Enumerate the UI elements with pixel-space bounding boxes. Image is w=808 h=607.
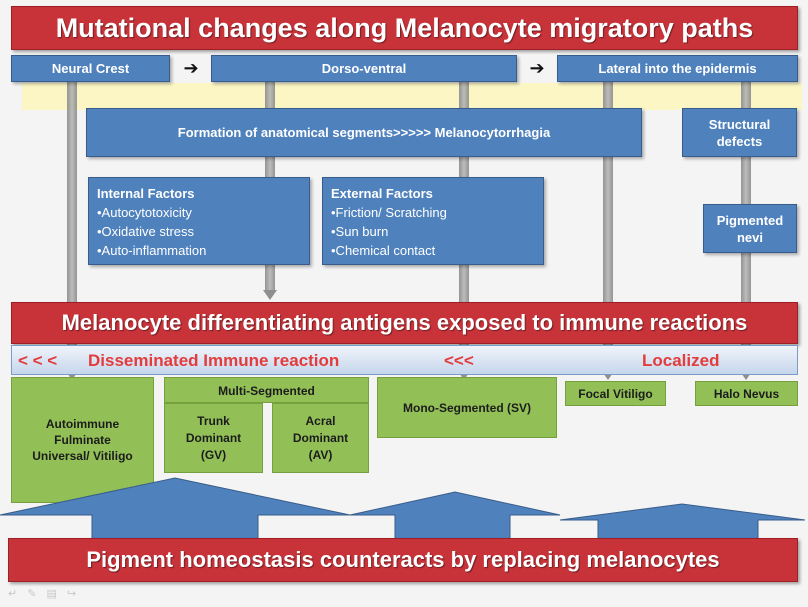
- antigens-banner: Melanocyte differentiating antigens expo…: [11, 302, 798, 344]
- bottom-banner-text: Pigment homeostasis counteracts by repla…: [86, 547, 720, 572]
- structural-defects-label: Structural defects: [708, 116, 771, 149]
- structural-defects-box: Structural defects: [682, 108, 797, 157]
- pen-icon[interactable]: ✎: [27, 588, 37, 600]
- external-factor-item: •Chemical contact: [331, 243, 436, 258]
- previous-icon[interactable]: ↵: [8, 588, 18, 600]
- bottom-banner: Pigment homeostasis counteracts by repla…: [8, 538, 798, 582]
- internal-factors-title: Internal Factors: [97, 186, 195, 201]
- mid-arrows-label: <<<: [444, 351, 474, 370]
- pigmented-nevi-label: Pigmented nevi: [716, 212, 784, 245]
- internal-factor-item: •Autocytotoxicity: [97, 205, 192, 220]
- autoimmune-box: Autoimmune Fulminate Universal/ Vitiligo: [11, 377, 154, 503]
- title-text: Mutational changes along Melanocyte migr…: [55, 12, 754, 43]
- mono-segmented-label: Mono-Segmented (SV): [403, 400, 531, 415]
- disseminated-label: Disseminated Immune reaction: [88, 351, 340, 370]
- autoimmune-label: Autoimmune Fulminate Universal/ Vitiligo: [32, 417, 133, 463]
- menu-icon[interactable]: ▤: [46, 588, 57, 600]
- multi-segmented-header: Multi-Segmented: [164, 377, 369, 403]
- left-arrows-label: < < <: [18, 351, 58, 370]
- multi-segmented-label: Multi-Segmented: [218, 384, 315, 398]
- formation-box: Formation of anatomical segments>>>>> Me…: [86, 108, 642, 157]
- antigens-banner-text: Melanocyte differentiating antigens expo…: [61, 310, 748, 335]
- acral-dominant-box: Acral Dominant (AV): [272, 403, 369, 473]
- path-lateral: Lateral into the epidermis: [557, 55, 798, 82]
- arrow-head-4: [601, 370, 615, 380]
- arrow-shaft-4: [603, 80, 613, 370]
- path-dorso-ventral-label: Dorso-ventral: [321, 61, 407, 76]
- halo-nevus-box: Halo Nevus: [695, 381, 798, 406]
- path-neural-crest-label: Neural Crest: [51, 61, 130, 76]
- title-banner: Mutational changes along Melanocyte migr…: [11, 6, 798, 50]
- arrow-shaft-1: [67, 80, 77, 370]
- multi-segmented-box: Multi-Segmented Trunk Dominant (GV) Acra…: [164, 377, 369, 473]
- upward-arrow-small: [559, 503, 806, 545]
- mono-segmented-box: Mono-Segmented (SV): [377, 377, 557, 438]
- internal-factor-item: •Auto-inflammation: [97, 243, 207, 258]
- internal-factor-item: •Oxidative stress: [97, 224, 195, 239]
- right-arrow-1-icon: ➔: [183, 58, 199, 78]
- path-neural-crest: Neural Crest: [11, 55, 170, 82]
- acral-dominant-label: Acral Dominant (AV): [292, 413, 349, 462]
- upward-arrow-medium: [349, 491, 561, 545]
- external-factors-title: External Factors: [331, 186, 433, 201]
- upward-arrows: [0, 477, 806, 545]
- focal-vitiligo-label: Focal Vitiligo: [578, 386, 653, 401]
- upward-arrow-large: [0, 477, 351, 545]
- internal-factors-box: Internal Factors •Autocytotoxicity •Oxid…: [88, 177, 310, 265]
- arrow-head-5: [739, 370, 753, 380]
- arrow-head-1: [65, 370, 79, 380]
- external-factor-item: •Sun burn: [331, 224, 389, 239]
- immune-reaction-bar: < < < Disseminated Immune reaction <<< L…: [11, 345, 798, 375]
- halo-nevus-label: Halo Nevus: [713, 386, 780, 401]
- localized-label: Localized: [642, 351, 720, 370]
- path-lateral-label: Lateral into the epidermis: [598, 61, 757, 76]
- external-factors-box: External Factors •Friction/ Scratching •…: [322, 177, 544, 265]
- arrow-head-2: [263, 290, 277, 300]
- right-arrow-2-icon: ➔: [529, 58, 545, 78]
- arrow-head-3: [457, 370, 471, 380]
- pigmented-nevi-box: Pigmented nevi: [703, 204, 797, 253]
- next-icon[interactable]: ↪: [66, 588, 77, 600]
- focal-vitiligo-box: Focal Vitiligo: [565, 381, 666, 406]
- slideshow-toolbar[interactable]: ↵ ✎ ▤ ↪: [8, 587, 76, 600]
- formation-label: Formation of anatomical segments>>>>> Me…: [177, 125, 551, 140]
- trunk-dominant-label: Trunk Dominant (GV): [185, 413, 242, 462]
- trunk-dominant-box: Trunk Dominant (GV): [164, 403, 263, 473]
- yellow-band: [22, 83, 802, 110]
- external-factor-item: •Friction/ Scratching: [331, 205, 447, 220]
- path-dorso-ventral: Dorso-ventral: [211, 55, 517, 82]
